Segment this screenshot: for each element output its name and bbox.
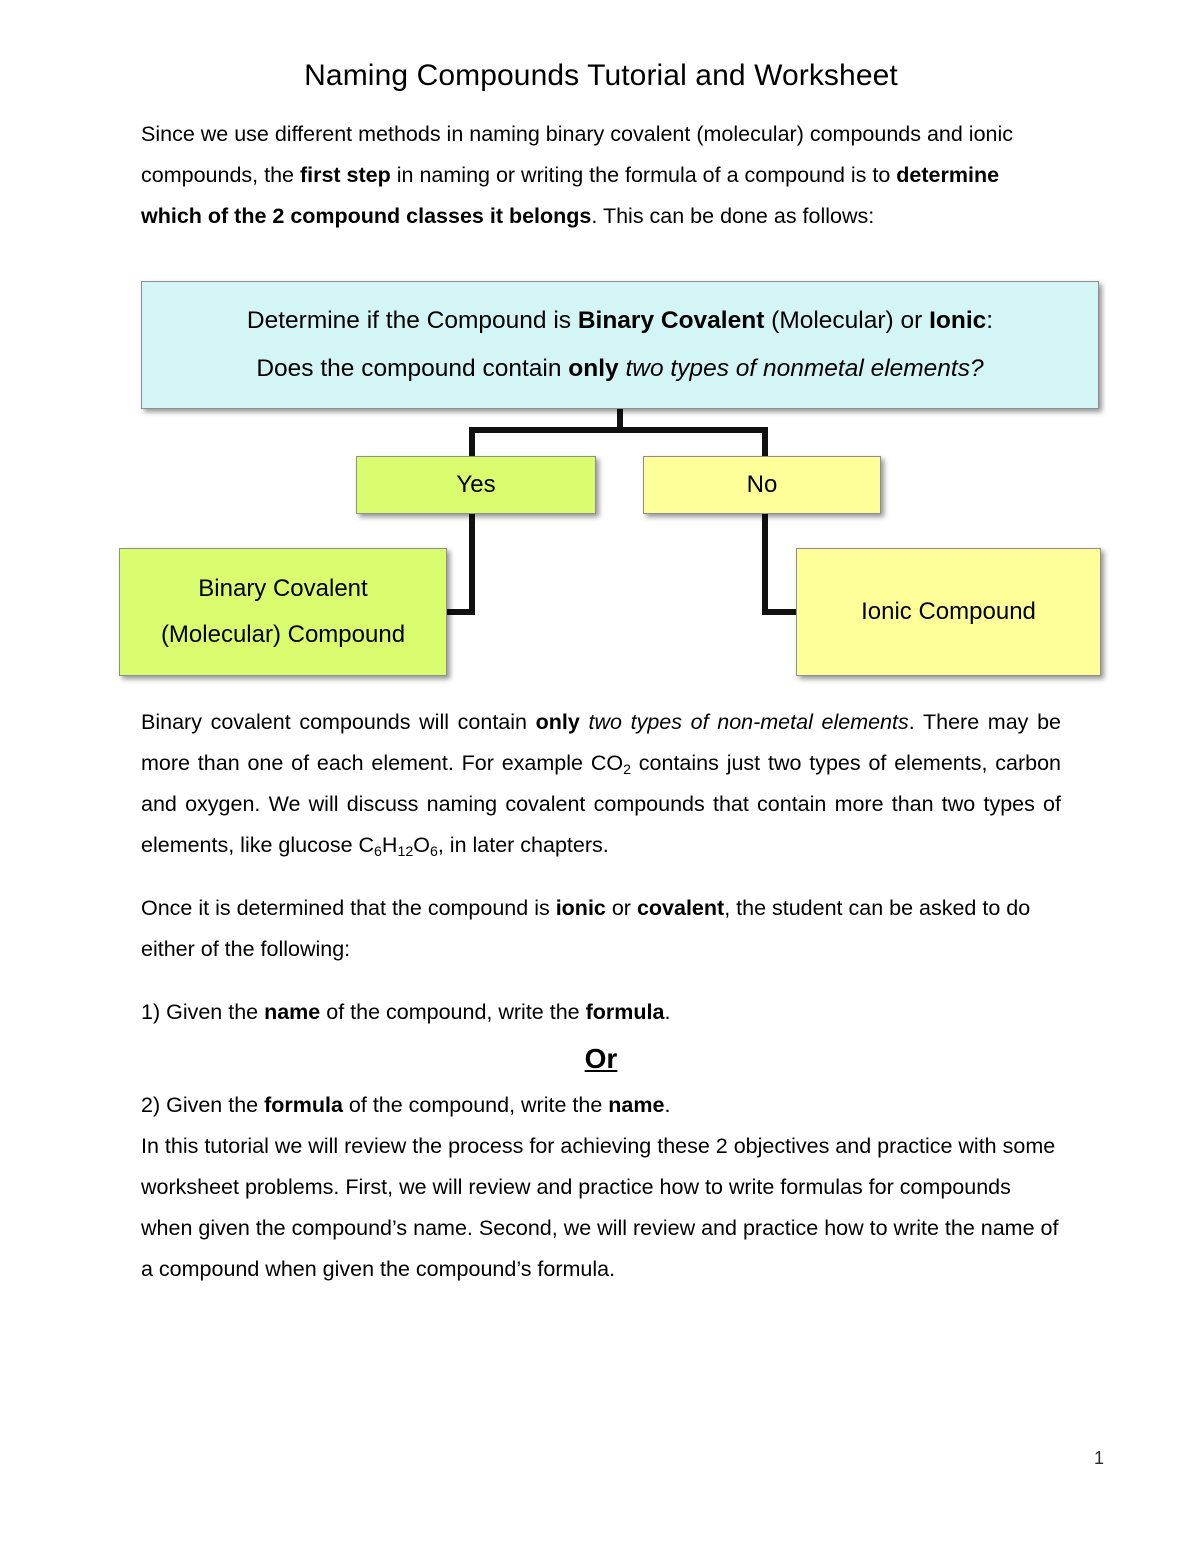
connector-decision-stem bbox=[617, 409, 623, 432]
intro-bold-determine: determine which of the 2 compound classe… bbox=[141, 163, 1000, 228]
objective1-text-2: of the compound, write the bbox=[320, 1000, 586, 1024]
covalent-text-1: Binary covalent compounds will contain bbox=[141, 710, 536, 734]
objective2-bold-name: name bbox=[608, 1093, 665, 1117]
once-bold-ionic: ionic bbox=[555, 896, 606, 920]
decision-text-2: (Molecular) or bbox=[764, 307, 930, 334]
glucose-subscript-c: 6 bbox=[374, 843, 382, 860]
glucose-subscript-o: 6 bbox=[429, 843, 438, 860]
covalent-text-3: contains just two types of elements, car… bbox=[141, 751, 1061, 857]
page-content: Naming Compounds Tutorial and Worksheet … bbox=[119, 0, 1101, 1290]
once-text-1: Once it is determined that the compound … bbox=[141, 896, 556, 920]
no-box-label: No bbox=[746, 471, 778, 498]
ionic-box-label: Ionic Compound bbox=[861, 598, 1036, 625]
covalent-text-5: O bbox=[413, 833, 430, 857]
spacer-after-flowchart bbox=[141, 676, 1061, 702]
flowchart-yes-box: Yes bbox=[356, 456, 596, 514]
once-text-2: or bbox=[605, 896, 637, 920]
spacer-before-once bbox=[141, 866, 1061, 888]
page-number: 1 bbox=[1093, 1448, 1104, 1468]
covalent-line-2: (Molecular) Compound bbox=[160, 621, 406, 648]
objective2-bold-formula: formula bbox=[264, 1093, 343, 1117]
covalent-line-1: Binary Covalent bbox=[198, 575, 368, 602]
connector-yes-drop bbox=[469, 427, 475, 459]
flowchart-decision-box: Determine if the Compound is Binary Cova… bbox=[141, 281, 1099, 409]
objective2-text-2: of the compound, write the bbox=[342, 1093, 609, 1117]
compound-classification-flowchart: Determine if the Compound is Binary Cova… bbox=[119, 270, 1101, 676]
or-separator: Or bbox=[584, 1043, 618, 1074]
decision-text-4: Does the compound contain bbox=[256, 355, 569, 382]
flowchart-no-box: No bbox=[643, 456, 881, 514]
objective1-text-3: . bbox=[664, 1000, 671, 1024]
yes-box-label: Yes bbox=[456, 471, 496, 498]
covalent-text-4: H bbox=[381, 833, 398, 857]
flowchart-ionic-compound-box: Ionic Compound bbox=[796, 548, 1101, 676]
decision-bold-binary-covalent: Binary Covalent bbox=[577, 307, 765, 334]
decision-box-text: Determine if the Compound is Binary Cova… bbox=[142, 297, 1098, 393]
intro-paragraph: Since we use different methods in naming… bbox=[141, 92, 1061, 237]
objective2-text-1: 2) Given the bbox=[141, 1093, 265, 1117]
connector-no-to-ionic-horizontal bbox=[762, 609, 800, 615]
intro-bold-first-step: first step bbox=[299, 163, 391, 187]
spacer-before-objectives bbox=[141, 970, 1061, 992]
connector-no-drop bbox=[762, 427, 768, 459]
once-text-3: , the student can be asked to do either … bbox=[141, 896, 1031, 961]
glucose-subscript-h: 12 bbox=[397, 843, 414, 860]
objective-item-2: 2) Given the formula of the compound, wr… bbox=[141, 1085, 1061, 1126]
once-determined-paragraph: Once it is determined that the compound … bbox=[141, 888, 1061, 970]
co2-subscript: 2 bbox=[623, 761, 631, 778]
decision-text-3: : bbox=[986, 307, 994, 334]
decision-line-2: Does the compound contain only two types… bbox=[152, 345, 1088, 393]
connector-horizontal-bar bbox=[469, 427, 768, 433]
decision-italic-two-types: two types of nonmetal elements? bbox=[618, 355, 984, 382]
page-title: Naming Compounds Tutorial and Worksheet bbox=[304, 59, 898, 92]
objective1-bold-formula: formula bbox=[585, 1000, 665, 1024]
objective2-text-3: . bbox=[664, 1093, 671, 1117]
decision-text-1: Determine if the Compound is bbox=[246, 307, 578, 334]
covalent-italic-two-types: two types of non-metal elements bbox=[579, 710, 909, 734]
objective1-bold-name: name bbox=[264, 1000, 321, 1024]
objective-item-1: 1) Given the name of the compound, write… bbox=[141, 992, 1061, 1033]
intro-text-2: in naming or writing the formula of a co… bbox=[390, 163, 897, 187]
closing-paragraph: In this tutorial we will review the proc… bbox=[141, 1134, 1059, 1281]
decision-bold-ionic: Ionic bbox=[929, 307, 987, 334]
connector-yes-to-covalent-vertical bbox=[469, 511, 475, 615]
intro-text-3: . This can be done as follows: bbox=[591, 204, 875, 228]
connector-no-to-ionic-vertical bbox=[762, 511, 768, 615]
covalent-text-2: . There may be more than one of each ele… bbox=[141, 710, 1061, 775]
connector-yes-to-covalent-horizontal bbox=[441, 609, 475, 615]
decision-line-1: Determine if the Compound is Binary Cova… bbox=[152, 297, 1088, 345]
covalent-box-text: Binary Covalent (Molecular) Compound bbox=[120, 566, 446, 658]
covalent-explanation-paragraph: Binary covalent compounds will contain o… bbox=[141, 702, 1061, 866]
intro-text-1: Since we use different methods in naming… bbox=[141, 122, 1014, 187]
once-bold-covalent: covalent bbox=[636, 896, 725, 920]
covalent-bold-only: only bbox=[535, 710, 580, 734]
objective1-text-1: 1) Given the bbox=[141, 1000, 265, 1024]
flowchart-binary-covalent-box: Binary Covalent (Molecular) Compound bbox=[119, 548, 447, 676]
decision-bold-only: only bbox=[568, 355, 619, 382]
covalent-text-6: , in later chapters. bbox=[437, 833, 609, 857]
